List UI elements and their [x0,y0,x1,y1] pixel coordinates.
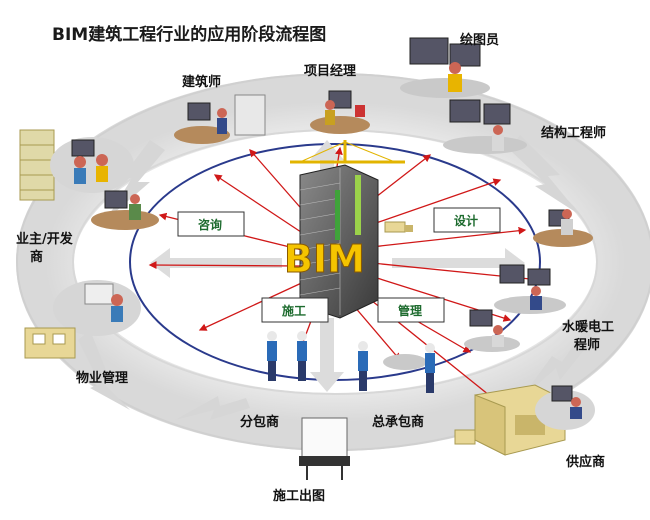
role-architect: 建筑师 [182,74,221,90]
phase-construction: 施工 [261,297,329,323]
phase-design: 设计 [433,207,501,233]
role-mep-line2: 程师 [574,337,600,353]
svg-text:咨询: 咨询 [198,217,222,232]
role-subcontractor: 分包商 [240,414,279,430]
role-mep-line1: 水暖电工 [562,319,614,335]
phase-management: 管理 [377,297,445,323]
svg-text:施工: 施工 [282,303,306,318]
role-property-management: 物业管理 [76,370,128,386]
bim-center-label: BIM [284,237,365,281]
role-general-contractor: 总承包商 [372,414,424,430]
role-structural-engineer: 结构工程师 [541,125,606,141]
role-owner-line2: 商 [30,249,43,265]
svg-text:设计: 设计 [454,213,478,228]
role-owner-line1: 业主/开发 [16,231,74,247]
role-draftsman: 绘图员 [460,32,499,48]
workstation-icon [19,37,595,480]
role-supplier: 供应商 [565,454,605,470]
role-project-manager: 项目经理 [304,63,356,79]
phase-consult: 咨询 [177,211,245,237]
diagram-title: BIM建筑工程行业的应用阶段流程图 [52,24,326,45]
role-construction-drawing: 施工出图 [273,488,325,504]
bim-building [290,140,405,319]
svg-text:管理: 管理 [398,303,422,318]
